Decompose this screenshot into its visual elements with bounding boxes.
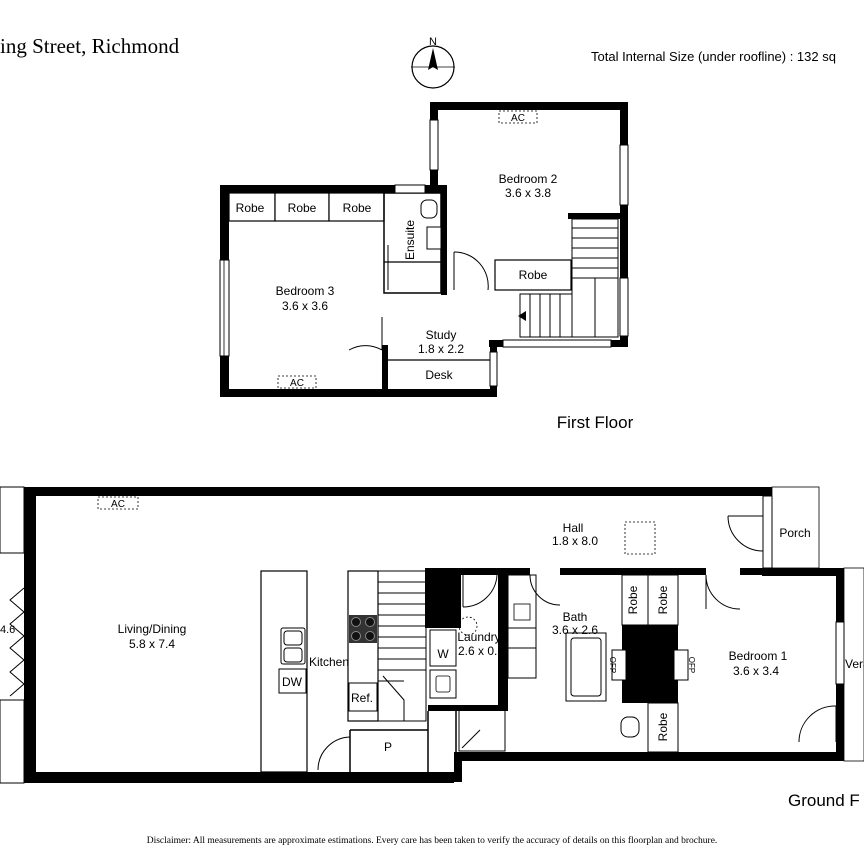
ensuite-label: Ensuite [403,220,417,260]
ground-floor-stairs [377,570,427,722]
bedroom2-window-right [619,144,629,206]
robe-b2: Robe [519,268,548,282]
ac-bedroom3: AC [290,378,304,389]
washer-label: W [437,647,449,661]
dishwasher-label: DW [282,675,303,689]
disclaimer: Disclaimer: All measurements are approxi… [147,835,718,846]
laundry-door [462,574,498,608]
bedroom3-size: 3.6 x 3.6 [282,299,328,313]
laundry-tub-icon [429,669,457,699]
bedroom3-window [219,259,230,357]
hall-size: 1.8 x 8.0 [552,534,598,548]
laundry-size: 2.6 x 0.8 [458,644,504,658]
ac-bedroom2: AC [511,113,525,124]
ground-floor-walls [24,487,844,783]
bedroom2-door [453,251,489,291]
bedroom1-door [705,574,741,610]
total-size-label: Total Internal Size (under roofline) : 1… [591,49,836,64]
robe-b3-3: Robe [343,201,372,215]
compass-north-label: N [429,36,437,48]
bath-name: Bath [563,610,588,624]
bedroom2-name: Bedroom 2 [499,172,558,186]
fridge-label: Ref. [351,691,373,705]
laundry-name: Laundry [457,630,500,644]
bathtub-icon [565,632,607,702]
stair-window [619,277,629,337]
side-dimension-label: 4.6 [0,624,15,636]
study-door [348,345,383,351]
bath-door [529,574,561,606]
study-window [502,339,612,348]
robe-b3-1: Robe [236,201,265,215]
ground-floor-plan: 4.6 DW Kitchen Ref. [0,486,864,810]
bath-size: 3.6 x 2.6 [552,623,598,637]
stair-arrow-icon [518,311,526,321]
first-floor-stairs [519,218,619,338]
north-compass-icon: N [411,36,455,89]
pantry-door [317,736,351,771]
hall-name: Hall [563,521,584,535]
bedroom1-size: 3.6 x 3.4 [733,664,779,678]
kitchen-sink-icon [280,627,306,665]
vanity-basin-icon [513,603,531,621]
bedroom2-window-left [429,119,439,171]
robe-3: Robe [656,712,670,741]
desk-label: Desk [425,368,453,382]
bedroom1-name: Bedroom 1 [729,649,788,663]
first-floor-plan: Robe Robe Robe Ensuite Robe [219,102,634,432]
ensuite-window [394,184,426,194]
address-title: ing Street, Richmond [0,34,180,58]
living-size: 5.8 x 7.4 [129,637,175,651]
robe-2: Robe [656,585,670,614]
pantry-label: P [384,740,392,754]
laundry-drain-icon [458,616,478,636]
shower-icon [458,706,506,752]
study-name: Study [426,328,457,342]
cooktop-icon [349,615,377,643]
porch-label: Porch [779,526,810,540]
living-name: Living/Dining [118,622,187,636]
fireplace-block [622,625,678,703]
toilet-icon [620,716,640,738]
study-size: 1.8 x 2.2 [418,342,464,356]
ac-living: AC [111,499,125,510]
ensuite-basin-icon [426,226,442,250]
bedroom1-window [835,621,845,685]
verandah-label: Vera [845,657,864,671]
robe-b3-2: Robe [288,201,317,215]
ofp-2: OFP [687,657,696,673]
bedroom3-name: Bedroom 3 [276,284,335,298]
ensuite-toilet-icon [420,199,438,219]
bedroom2-size: 3.6 x 3.8 [505,186,551,200]
desk-window [489,351,498,387]
porch-area [771,486,820,569]
porch-door [727,515,764,552]
first-floor-title: First Floor [557,413,634,432]
kitchen-label: Kitchen [309,655,349,669]
robe-1: Robe [626,585,640,614]
verandah-door [798,705,837,743]
ofp-1: OFP [608,657,617,673]
bifold-doors [0,486,25,784]
ground-floor-title: Ground F [788,791,860,810]
